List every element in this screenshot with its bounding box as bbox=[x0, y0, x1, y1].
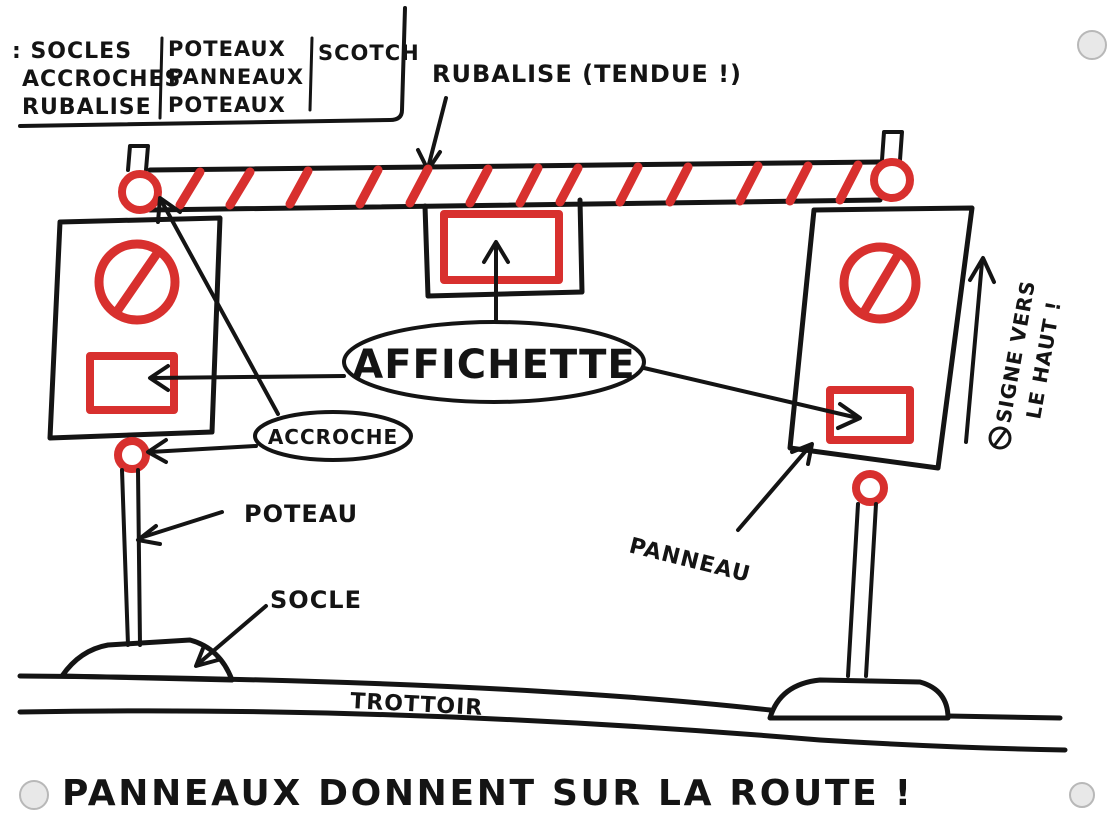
legend-item-rubalise: RUBALISE bbox=[22, 95, 152, 120]
legend-item-panneaux: PANNEAUX bbox=[168, 65, 304, 89]
rubalise-tape bbox=[118, 130, 914, 214]
no-entry-icon bbox=[839, 242, 921, 324]
poteau-label: POTEAU bbox=[244, 500, 358, 528]
left-sign-panel bbox=[47, 215, 235, 683]
center-sign bbox=[422, 197, 585, 299]
legend-item-poteaux: POTEAUX bbox=[168, 37, 286, 61]
legend-item-scotch: SCOTCH bbox=[318, 41, 420, 65]
no-entry-small-icon bbox=[988, 426, 1012, 450]
ring-icon bbox=[852, 470, 888, 506]
affichette-callout: AFFICHETTE bbox=[148, 240, 862, 430]
accroche-label: ACCROCHE bbox=[268, 425, 398, 449]
affichette-label: AFFICHETTE bbox=[352, 342, 635, 388]
accroche-callout: ACCROCHE bbox=[146, 196, 413, 464]
rubalise-label: RUBALISE (TENDUE !) bbox=[432, 60, 742, 88]
ring-icon bbox=[114, 437, 150, 473]
right-sign-panel bbox=[767, 205, 975, 721]
legend-item-socles: : SOCLES bbox=[12, 39, 132, 64]
legend-item-poteaux-2: POTEAUX bbox=[168, 93, 286, 117]
sidewalk bbox=[17, 673, 1068, 753]
legend-item-accroches: ACCROCHES bbox=[22, 67, 181, 92]
socle-arrow bbox=[194, 604, 268, 668]
panneau-arrow bbox=[736, 442, 814, 532]
pushpin-icon bbox=[19, 30, 1107, 810]
ring-icon bbox=[870, 158, 914, 202]
no-entry-icon bbox=[94, 239, 180, 325]
socle-label: SOCLE bbox=[270, 586, 362, 614]
ring-icon bbox=[118, 170, 162, 214]
footer-sentence: PANNEAUX DONNENT SUR LA ROUTE ! bbox=[62, 773, 912, 814]
legend-box: : SOCLES ACCROCHES RUBALISE POTEAUX PANN… bbox=[12, 6, 420, 128]
poteau-arrow bbox=[136, 510, 224, 546]
